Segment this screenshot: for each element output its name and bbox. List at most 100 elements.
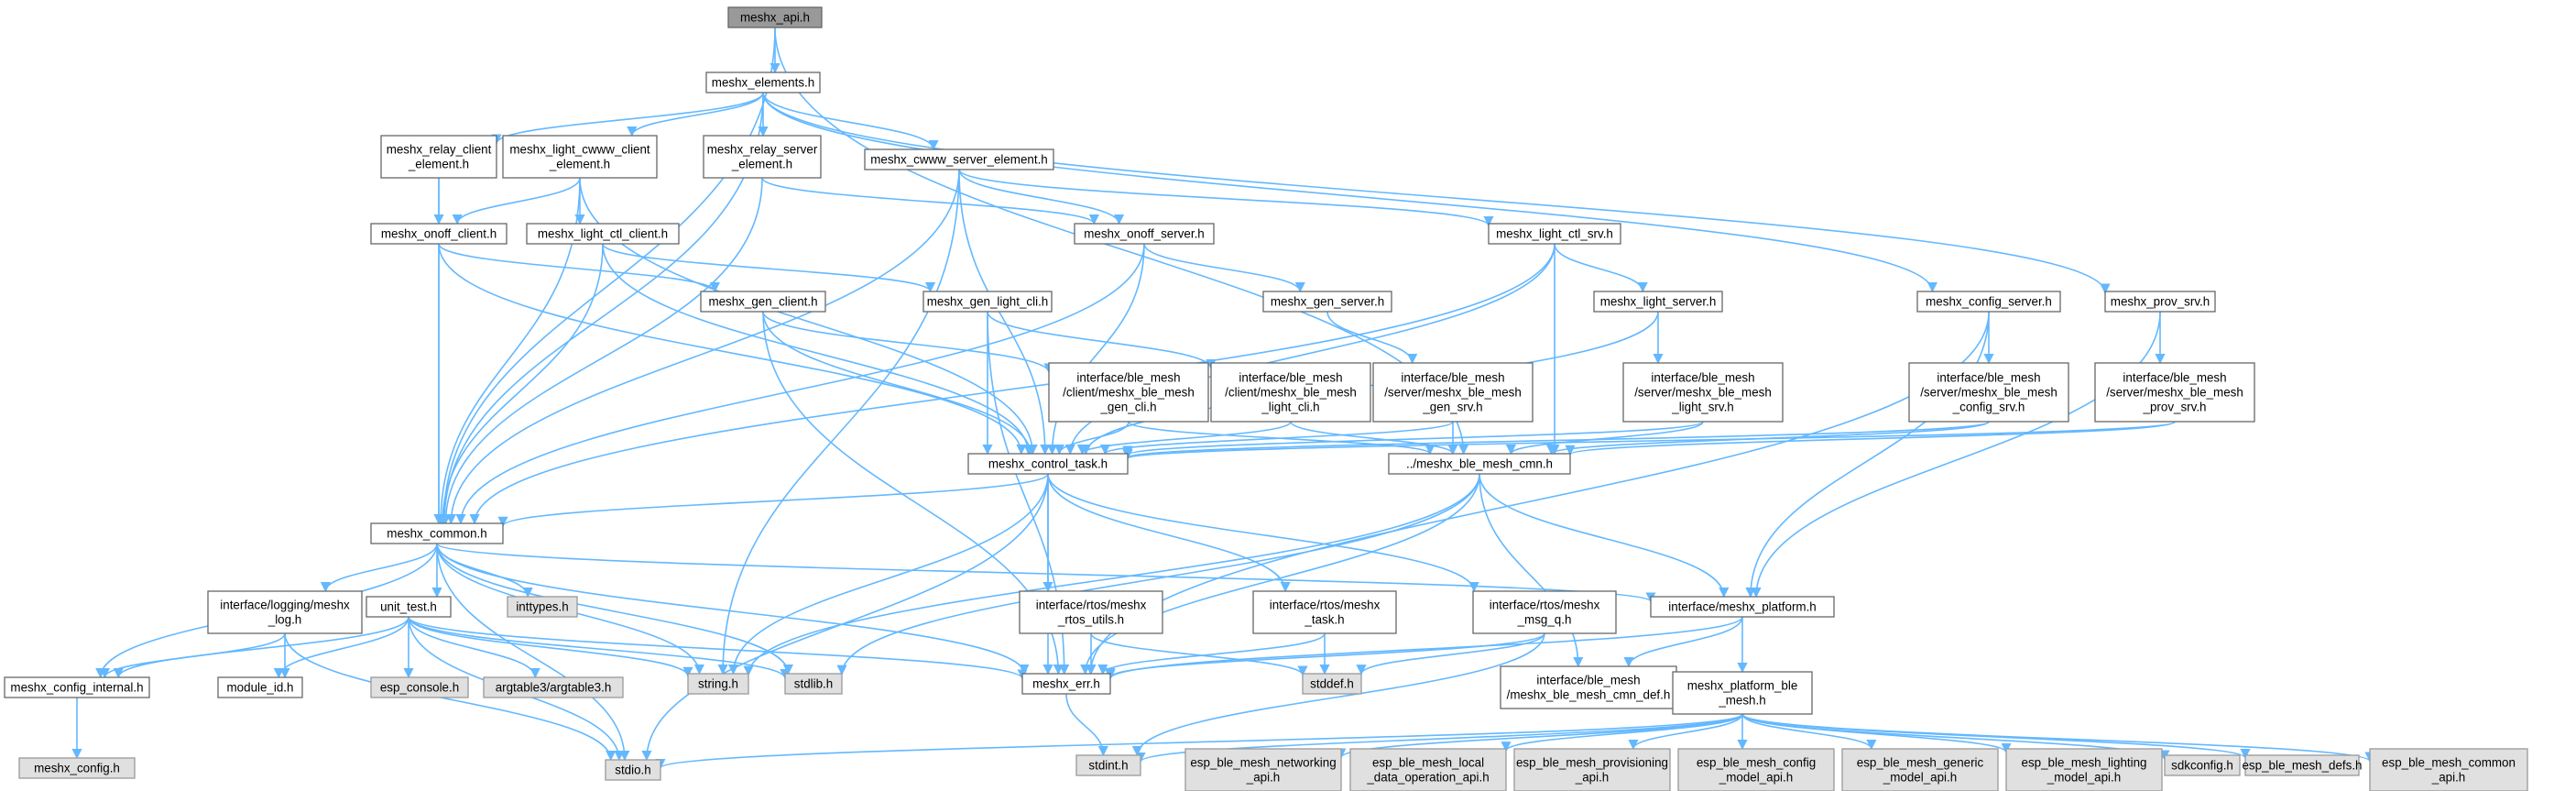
node-label-line: meshx_common.h — [387, 527, 486, 541]
node-box — [1048, 362, 1209, 423]
node-label-line: _mesh.h — [1718, 694, 1765, 708]
node-label-line: meshx_onoff_server.h — [1084, 227, 1205, 241]
node-module-id[interactable]: module_id.h — [217, 676, 303, 698]
node-label-line: /meshx_ble_mesh_cmn_def.h — [1507, 688, 1671, 702]
node-rtos-utils[interactable]: interface/rtos/meshx_rtos_utils.h — [1019, 590, 1163, 634]
node-box — [1021, 673, 1111, 695]
node-relay-server[interactable]: meshx_relay_server_element.h — [703, 135, 822, 179]
node-esp-config: esp_ble_mesh_config_model_api.h — [1677, 748, 1835, 791]
node-ble-gen-srv[interactable]: interface/ble_mesh/server/meshx_ble_mesh… — [1372, 362, 1534, 423]
node-gen-client[interactable]: meshx_gen_client.h — [700, 291, 826, 313]
node-box — [1210, 362, 1371, 423]
node-box — [1672, 671, 1813, 715]
node-ble-light-srv[interactable]: interface/ble_mesh/server/meshx_ble_mesh… — [1622, 362, 1784, 423]
node-gen-server[interactable]: meshx_gen_server.h — [1262, 291, 1392, 313]
node-label-line: meshx_gen_server.h — [1271, 295, 1384, 309]
edge-cwww_server-to-onoff_server — [958, 169, 1125, 225]
node-label-line: interface/ble_mesh — [1239, 371, 1342, 385]
node-ble-light-cli[interactable]: interface/ble_mesh/client/meshx_ble_mesh… — [1210, 362, 1371, 423]
node-label-line: _log.h — [267, 613, 301, 627]
edge-cwww_server-to-control_task — [958, 169, 1051, 456]
node-elements[interactable]: meshx_elements.h — [705, 71, 821, 93]
edge-common-to-logging — [320, 543, 438, 593]
node-api[interactable]: meshx_api.h — [727, 6, 823, 28]
edge-ble_light_srv-to-control_task — [1122, 421, 1704, 456]
node-label-line: _model_api.h — [1883, 771, 1957, 785]
edge-ble_prov_srv-to-control_task — [1123, 421, 2176, 460]
node-label-line: _model_api.h — [2047, 771, 2121, 785]
node-platform-ble[interactable]: meshx_platform_ble_mesh.h — [1672, 671, 1813, 715]
node-label-line: stdint.h — [1088, 759, 1128, 773]
node-box — [526, 223, 680, 245]
node-label-line: interface/rtos/meshx — [1270, 599, 1381, 612]
node-light-server[interactable]: meshx_light_server.h — [1593, 291, 1723, 313]
node-label-line: interface/ble_mesh — [1401, 371, 1504, 385]
node-esp-local: esp_ble_mesh_local_data_operation_api.h — [1349, 748, 1507, 791]
node-box — [1841, 748, 1999, 791]
node-err[interactable]: meshx_err.h — [1021, 673, 1111, 695]
node-esp-common: esp_ble_mesh_common_api.h — [2369, 748, 2528, 791]
edge-platform_ble-to-esp_common — [1741, 713, 2375, 763]
node-box — [1388, 453, 1571, 475]
edge-gen_client-to-ble_gen_cli — [762, 311, 1054, 374]
node-esp-console: esp_console.h — [370, 676, 469, 698]
node-label-line: interface/rtos/meshx — [1036, 599, 1147, 612]
node-ble-mesh-cmn[interactable]: ../meshx_ble_mesh_cmn.h — [1388, 453, 1571, 475]
node-box — [1593, 291, 1723, 313]
node-ble-gen-cli[interactable]: interface/ble_mesh/client/meshx_ble_mesh… — [1048, 362, 1209, 423]
node-label-line: interface/meshx_platform.h — [1668, 600, 1817, 614]
node-common[interactable]: meshx_common.h — [370, 522, 504, 544]
edge-ble_config_srv-to-control_task — [1122, 421, 1990, 459]
node-light-ctl-client[interactable]: meshx_light_ctl_client.h — [526, 223, 680, 245]
node-box — [1488, 223, 1621, 245]
node-label-line: esp_ble_mesh_provisioning — [1516, 756, 1668, 770]
node-box — [727, 6, 823, 28]
node-ble-prov-srv[interactable]: interface/ble_mesh/server/meshx_ble_mesh… — [2094, 362, 2255, 423]
node-label-line: esp_ble_mesh_lighting — [2022, 756, 2147, 770]
node-config-internal[interactable]: meshx_config_internal.h — [4, 676, 150, 698]
node-onoff-client[interactable]: meshx_onoff_client.h — [370, 223, 508, 245]
node-light-ctl-srv[interactable]: meshx_light_ctl_srv.h — [1488, 223, 1621, 245]
node-control-task[interactable]: meshx_control_task.h — [967, 453, 1129, 475]
node-rtos-task[interactable]: interface/rtos/meshx_task.h — [1252, 590, 1397, 634]
node-cwww-server[interactable]: meshx_cwww_server_element.h — [864, 148, 1054, 170]
node-box — [207, 590, 363, 634]
node-box — [507, 596, 578, 618]
node-rtos-msg-q[interactable]: interface/rtos/meshx_msg_q.h — [1472, 590, 1617, 634]
node-label-line: meshx_config.h — [34, 762, 120, 775]
edge-light_ctl_client-to-control_task — [602, 243, 1034, 456]
node-gen-light-cli[interactable]: meshx_gen_light_cli.h — [922, 291, 1053, 313]
node-label-line: meshx_light_ctl_srv.h — [1496, 227, 1613, 241]
node-label-line: string.h — [698, 677, 738, 691]
node-label-line: meshx_relay_server — [707, 143, 818, 157]
node-logging[interactable]: interface/logging/meshx_log.h — [207, 590, 363, 634]
node-label-line: meshx_elements.h — [712, 76, 814, 90]
node-label-line: stdio.h — [615, 764, 650, 777]
node-prov-srv[interactable]: meshx_prov_srv.h — [2104, 291, 2216, 313]
node-cmn-def[interactable]: interface/ble_mesh/meshx_ble_mesh_cmn_de… — [1500, 665, 1677, 709]
node-label-line: _api.h — [2431, 771, 2465, 785]
node-box — [2244, 754, 2360, 776]
edge-logging-to-stdio — [284, 632, 617, 762]
node-ble-config-srv[interactable]: interface/ble_mesh/server/meshx_ble_mesh… — [1908, 362, 2069, 423]
node-box — [1075, 754, 1141, 776]
edge-ble_light_cli-to-ble_mesh_cmn — [1290, 421, 1458, 456]
edge-control_task-to-string — [727, 473, 1049, 676]
edge-platform_ble-to-stdint — [1135, 713, 1743, 764]
edge-onoff_server-to-gen_server — [1143, 243, 1305, 293]
edge-control_task-to-rtos_msg_q — [1047, 473, 1479, 593]
edge-relay_server-to-common — [440, 177, 763, 525]
node-label-line: interface/ble_mesh — [1536, 674, 1640, 687]
edge-rtos_msg_q-to-stddef — [1356, 632, 1545, 676]
node-relay-client[interactable]: meshx_relay_client_element.h — [380, 135, 497, 179]
node-light-cwww-client[interactable]: meshx_light_cwww_client_element.h — [502, 135, 658, 179]
node-onoff-server[interactable]: meshx_onoff_server.h — [1074, 223, 1215, 245]
node-label-line: meshx_err.h — [1032, 677, 1100, 691]
node-argtable3: argtable3/argtable3.h — [483, 676, 624, 698]
node-box — [18, 757, 136, 779]
node-platform[interactable]: interface/meshx_platform.h — [1650, 596, 1835, 618]
edge-light_cwww_client-to-control_task — [579, 177, 1038, 456]
edge-gen_server-to-ble_gen_srv — [1326, 311, 1418, 365]
node-config-server[interactable]: meshx_config_server.h — [1916, 291, 2061, 313]
node-unit-test[interactable]: unit_test.h — [366, 596, 452, 618]
